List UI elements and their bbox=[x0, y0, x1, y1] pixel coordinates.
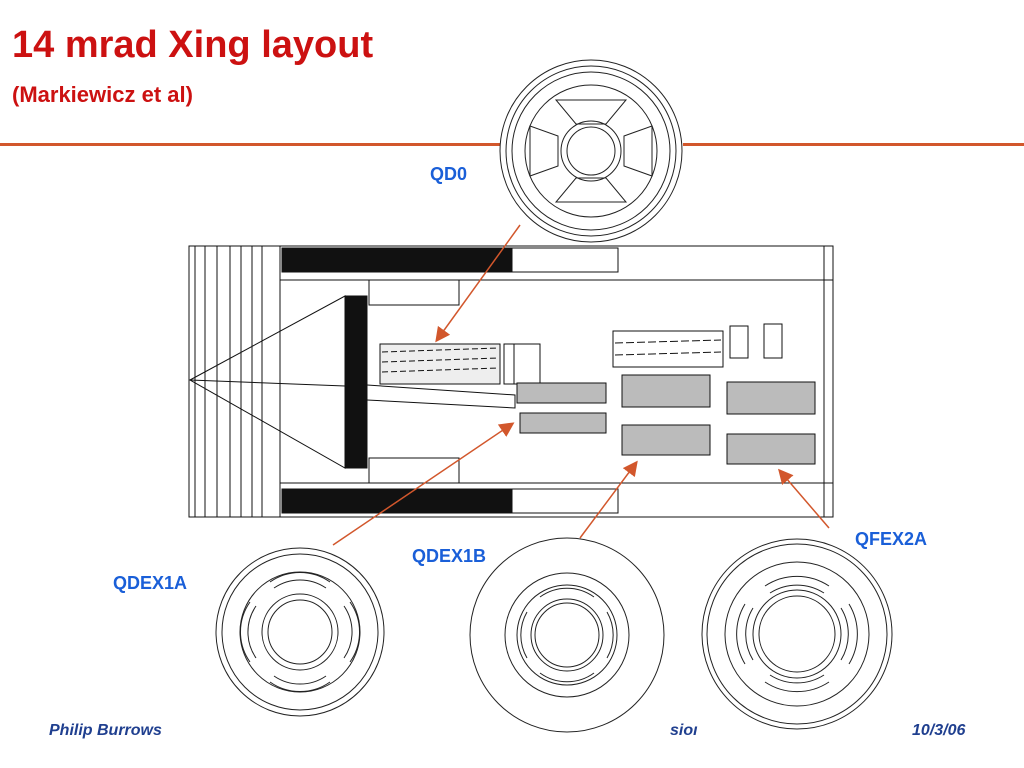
footer-author: Philip Burrows bbox=[49, 722, 162, 739]
qfex2a-label: QFEX2A bbox=[855, 529, 928, 549]
top-coil-band bbox=[281, 247, 513, 273]
slide-subtitle: (Markiewicz et al) bbox=[12, 82, 193, 107]
slide-title: 14 mrad Xing layout bbox=[12, 24, 374, 66]
qfex2a-magnet-block bbox=[726, 381, 816, 465]
frame-outline bbox=[188, 245, 834, 518]
qdex1b-cross-section bbox=[469, 537, 665, 733]
qd0-arrow bbox=[435, 224, 521, 343]
forward-cone bbox=[188, 295, 516, 469]
qdex1b-arrow bbox=[579, 460, 638, 539]
qd0-label: QD0 bbox=[430, 164, 468, 184]
qdex1a-label: QDEX1A bbox=[113, 573, 188, 593]
qd0-cross-section bbox=[499, 59, 683, 243]
callout-arrows bbox=[332, 224, 830, 546]
beamline-side-view bbox=[188, 245, 834, 518]
qfex2a-cross-section bbox=[701, 538, 893, 730]
qd0-magnet-block bbox=[379, 343, 541, 385]
footer-middle-text: sioı bbox=[670, 722, 698, 739]
qdex1a-arrow bbox=[332, 422, 515, 546]
qdex1a-cross-section bbox=[215, 547, 385, 717]
header-rule-right bbox=[683, 143, 1024, 146]
qdex1a-magnet-block bbox=[516, 382, 607, 434]
qdex1b-label: QDEX1B bbox=[412, 546, 487, 566]
footer-date: 10/3/06 bbox=[912, 722, 966, 739]
header-rule-left bbox=[0, 143, 500, 146]
qdex1b-magnet-block bbox=[612, 323, 783, 456]
qfex2a-arrow bbox=[778, 468, 830, 529]
